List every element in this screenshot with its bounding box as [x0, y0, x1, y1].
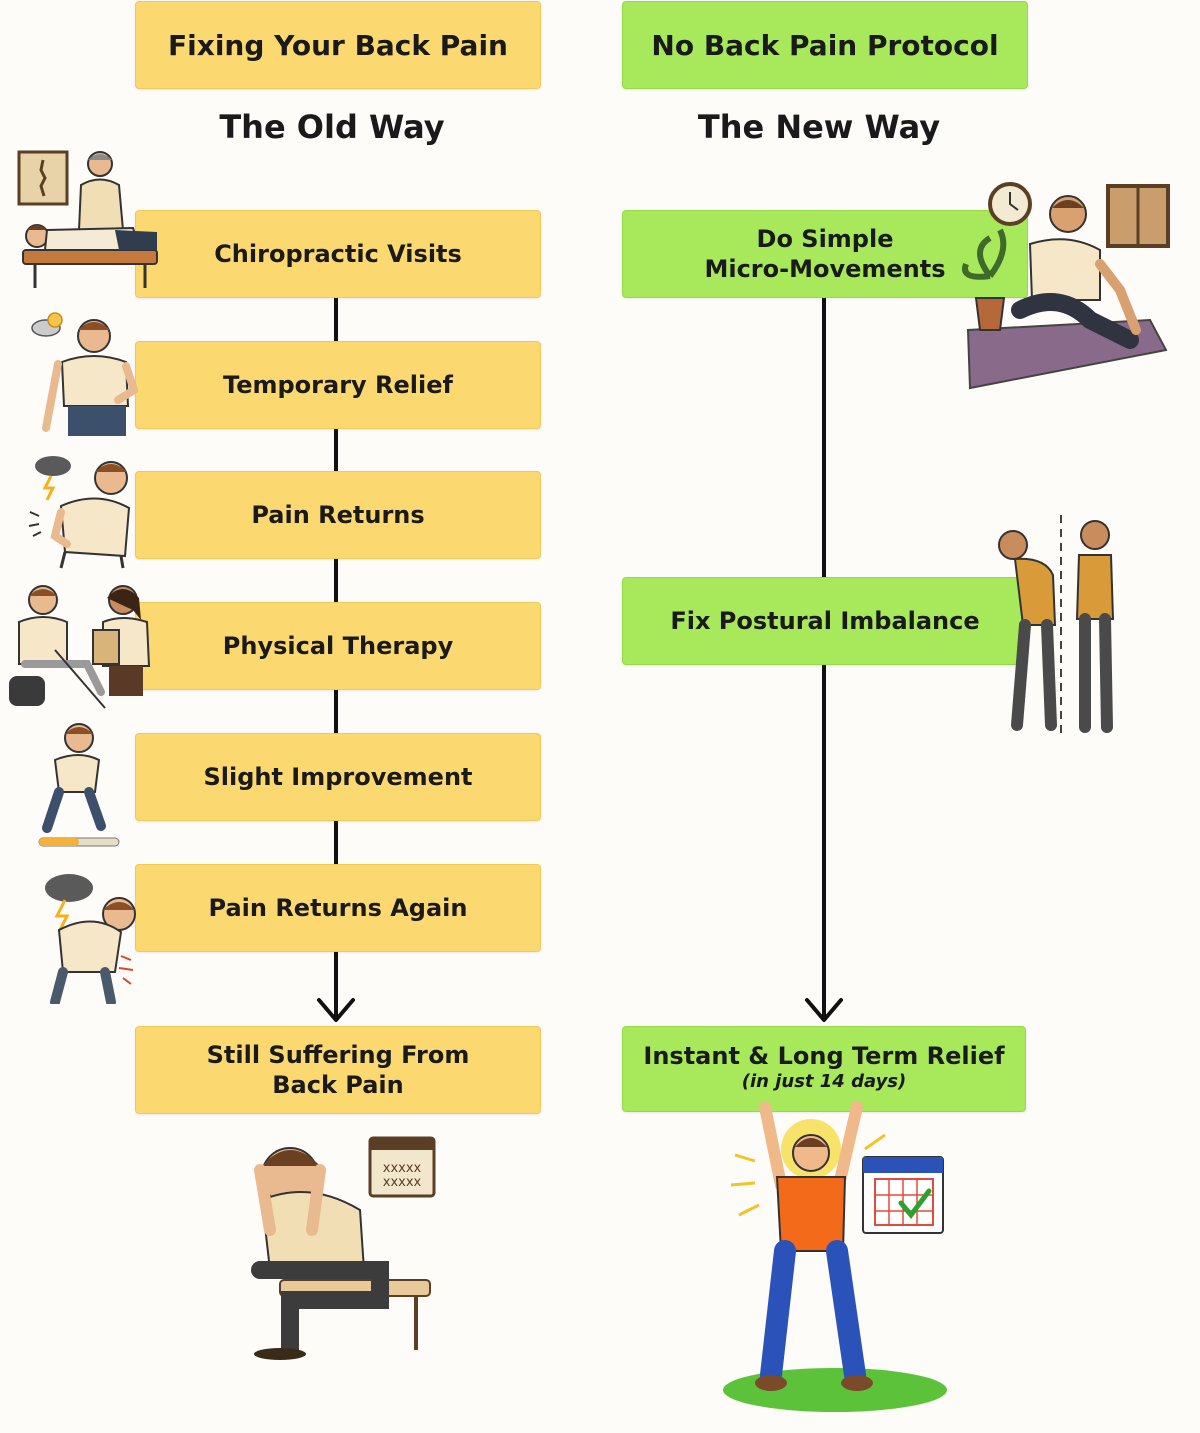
old-outcome: Still Suffering From Back Pain [135, 1026, 541, 1114]
new-step-postural-imbalance: Fix Postural Imbalance [622, 577, 1028, 665]
old-connector-5 [334, 820, 338, 864]
new-step-micro-movements: Do Simple Micro-Movements [622, 210, 1028, 298]
old-connector-1 [334, 297, 338, 341]
svg-text:xxxxx: xxxxx [383, 1175, 422, 1190]
svg-text:xxxxx: xxxxx [383, 1161, 422, 1176]
old-step-label: Pain Returns Again [208, 894, 468, 922]
new-way-header-label: No Back Pain Protocol [651, 28, 999, 62]
pain-again-illustration [45, 874, 136, 1004]
new-step1-line2: Micro-Movements [704, 255, 946, 283]
suffering-illustration: xxxxx xxxxx [251, 1136, 436, 1360]
relief-illustration [31, 312, 138, 436]
pain-illustration [28, 456, 131, 569]
new-way-subtitle: The New Way [697, 108, 941, 146]
old-way-subtitle: The Old Way [219, 108, 445, 146]
old-connector-3 [334, 558, 338, 602]
posture-illustration [998, 515, 1115, 737]
old-step-chiropractic: Chiropractic Visits [135, 210, 541, 298]
old-step-temporary-relief: Temporary Relief [135, 341, 541, 429]
old-step-physical-therapy: Physical Therapy [135, 602, 541, 690]
old-outcome-line1: Still Suffering From [206, 1041, 470, 1069]
old-way-header: Fixing Your Back Pain [135, 1, 541, 89]
celebration-illustration [723, 1101, 947, 1412]
old-step-label: Slight Improvement [203, 763, 473, 791]
old-step-pain-returns: Pain Returns [135, 471, 541, 559]
new-way-header: No Back Pain Protocol [622, 1, 1028, 89]
old-connector-2 [334, 428, 338, 471]
new-outcome: Instant & Long Term Relief (in just 14 d… [622, 1026, 1026, 1112]
walking-illustration [38, 723, 120, 847]
old-connector-4 [334, 689, 338, 733]
old-step-label: Physical Therapy [222, 632, 454, 660]
physical-therapy-illustration [9, 585, 151, 709]
old-outcome-line2: Back Pain [272, 1071, 404, 1099]
old-step-slight-improvement: Slight Improvement [135, 733, 541, 821]
old-final-arrow [317, 950, 355, 1022]
micro-movements-illustration [962, 182, 1170, 390]
chiropractor-illustration [17, 150, 158, 288]
new-outcome-label: Instant & Long Term Relief [643, 1042, 1005, 1070]
new-step1-line1: Do Simple [756, 225, 894, 253]
new-final-arrow [805, 664, 843, 1022]
new-outcome-note: (in just 14 days) [741, 1071, 907, 1092]
old-step-label: Chiropractic Visits [214, 240, 462, 268]
old-way-header-label: Fixing Your Back Pain [168, 28, 508, 62]
old-step-label: Temporary Relief [223, 371, 453, 399]
old-step-pain-returns-again: Pain Returns Again [135, 864, 541, 952]
old-step-label: Pain Returns [251, 501, 425, 529]
new-step2-label: Fix Postural Imbalance [670, 607, 980, 635]
new-connector-1 [822, 297, 826, 577]
